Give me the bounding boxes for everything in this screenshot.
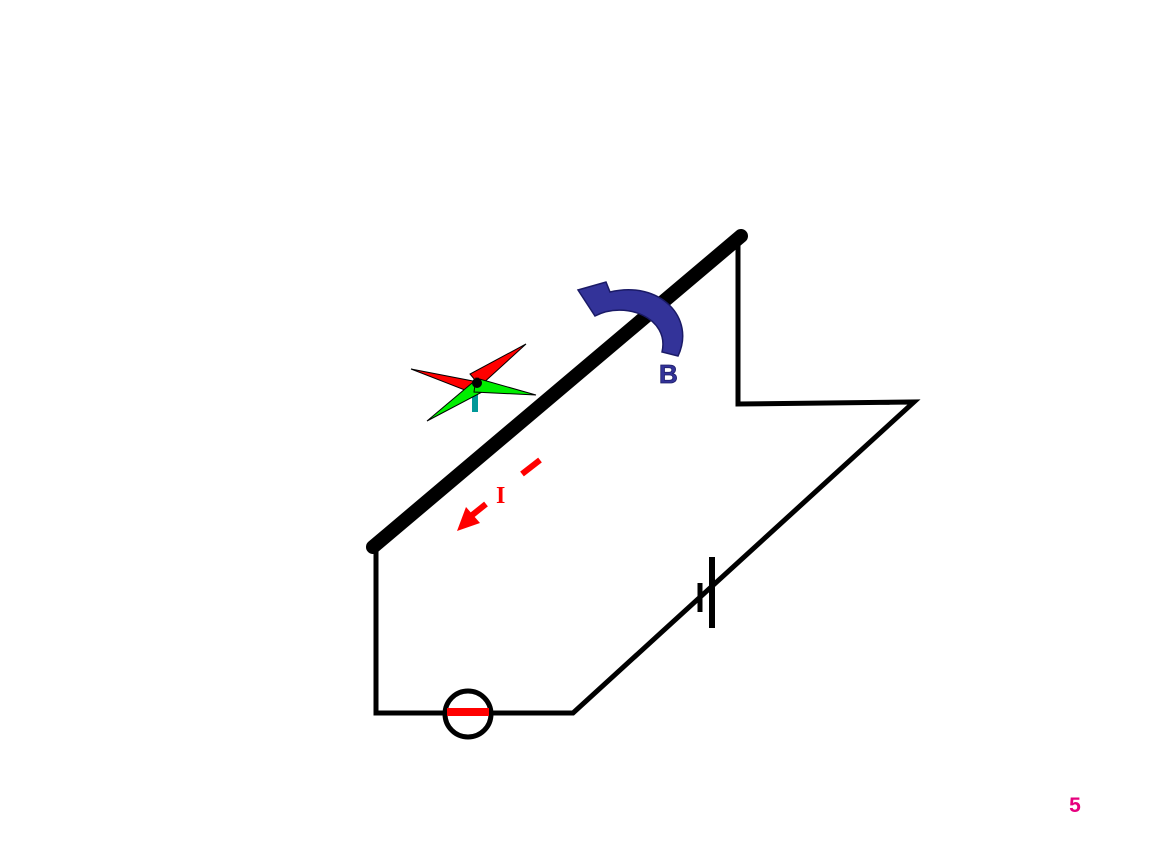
circuit-wire bbox=[373, 240, 921, 716]
compass-stand bbox=[472, 384, 478, 412]
current-direction-arrow bbox=[457, 457, 542, 531]
current-label: I bbox=[496, 483, 505, 509]
ammeter bbox=[442, 688, 494, 740]
battery bbox=[697, 557, 715, 628]
compass-pivot bbox=[472, 378, 482, 388]
compass bbox=[410, 343, 537, 422]
field-direction-arrow bbox=[576, 281, 684, 357]
field-label: B bbox=[659, 359, 678, 389]
main-conductor-wire bbox=[366, 229, 748, 554]
compass-needle-south-tip bbox=[473, 377, 537, 396]
page-number: 5 bbox=[1069, 794, 1081, 817]
